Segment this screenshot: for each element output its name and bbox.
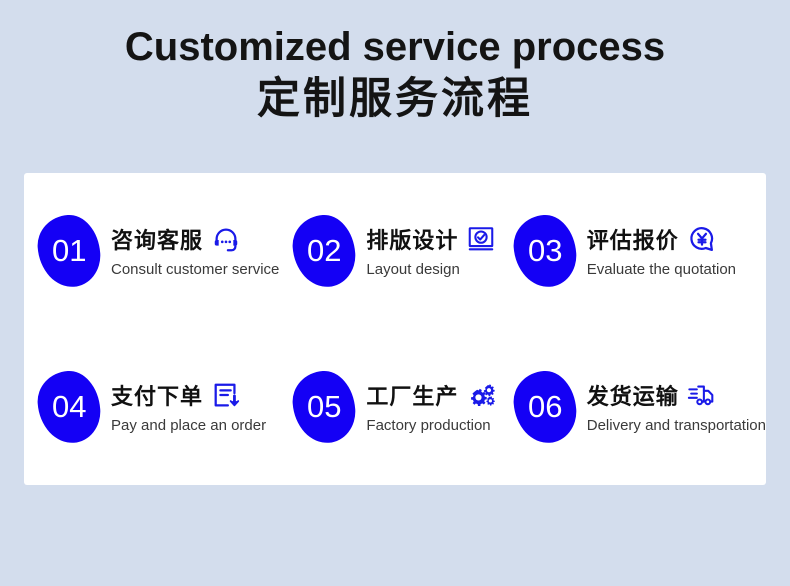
step-number-label: 05 [307,389,342,425]
step-number-label: 01 [51,233,87,269]
yuan-bubble-icon [687,224,717,254]
step-number-badge: 02 [290,212,358,290]
step-title-row: 评估报价 [587,224,736,254]
step-title-row: 工厂生产 [366,380,496,410]
step-text-group: 评估报价 Evaluate the quotation [587,224,736,278]
process-step-05[interactable]: 05 工厂生产 [279,368,499,446]
step-number-label: 03 [527,233,562,269]
process-grid: 01 咨询客服 [24,173,766,485]
step-subtitle-english: Pay and place an order [111,417,267,434]
step-number-badge: 06 [511,368,579,446]
page-header: Customized service process 定制服务流程 [0,0,790,125]
step-subtitle-english: Factory production [366,417,491,434]
step-title-chinese: 发货运输 [586,385,679,410]
step-title-row: 支付下单 [111,380,266,410]
step-title-chinese: 咨询客服 [111,229,204,254]
page-title-chinese: 定制服务流程 [257,74,533,124]
step-title-chinese: 工厂生产 [366,385,459,410]
step-text-group: 支付下单 Pay and place an order [111,380,266,434]
step-text-group: 工厂生产 [366,380,496,434]
process-step-03[interactable]: 03 评估报价 [500,212,766,290]
step-number-badge: 03 [511,212,579,290]
page-title-english: Customized service process [124,25,666,69]
step-subtitle-english: Consult customer service [111,261,280,278]
step-title-row: 咨询客服 [111,224,279,254]
step-title-row: 排版设计 [366,224,496,254]
step-number-label: 02 [307,233,342,269]
step-number-badge: 05 [290,368,358,446]
process-card: 01 咨询客服 [24,173,766,485]
process-step-06[interactable]: 06 发货运输 [500,368,766,446]
process-step-04[interactable]: 04 支付下单 [24,368,279,446]
step-subtitle-english: Layout design [366,261,460,278]
step-subtitle-english: Evaluate the quotation [586,261,737,278]
process-step-02[interactable]: 02 排版设计 Layout [279,212,499,290]
headset-icon [211,224,241,254]
step-subtitle-english: Delivery and transportation [586,417,766,434]
step-text-group: 咨询客服 [111,224,279,278]
step-text-group: 排版设计 Layout design [366,224,496,278]
check-monitor-icon [466,224,496,254]
step-title-row: 发货运输 [587,380,766,410]
step-number-label: 06 [527,389,562,425]
process-step-01[interactable]: 01 咨询客服 [24,212,279,290]
step-title-chinese: 排版设计 [366,229,459,254]
step-text-group: 发货运输 [587,380,766,434]
step-title-chinese: 评估报价 [586,229,679,254]
delivery-truck-icon [687,380,717,410]
document-download-icon [211,380,241,410]
step-number-label: 04 [51,389,87,425]
step-number-badge: 04 [35,368,103,446]
step-title-chinese: 支付下单 [111,385,204,410]
step-number-badge: 01 [35,212,103,290]
gears-icon [466,380,496,410]
